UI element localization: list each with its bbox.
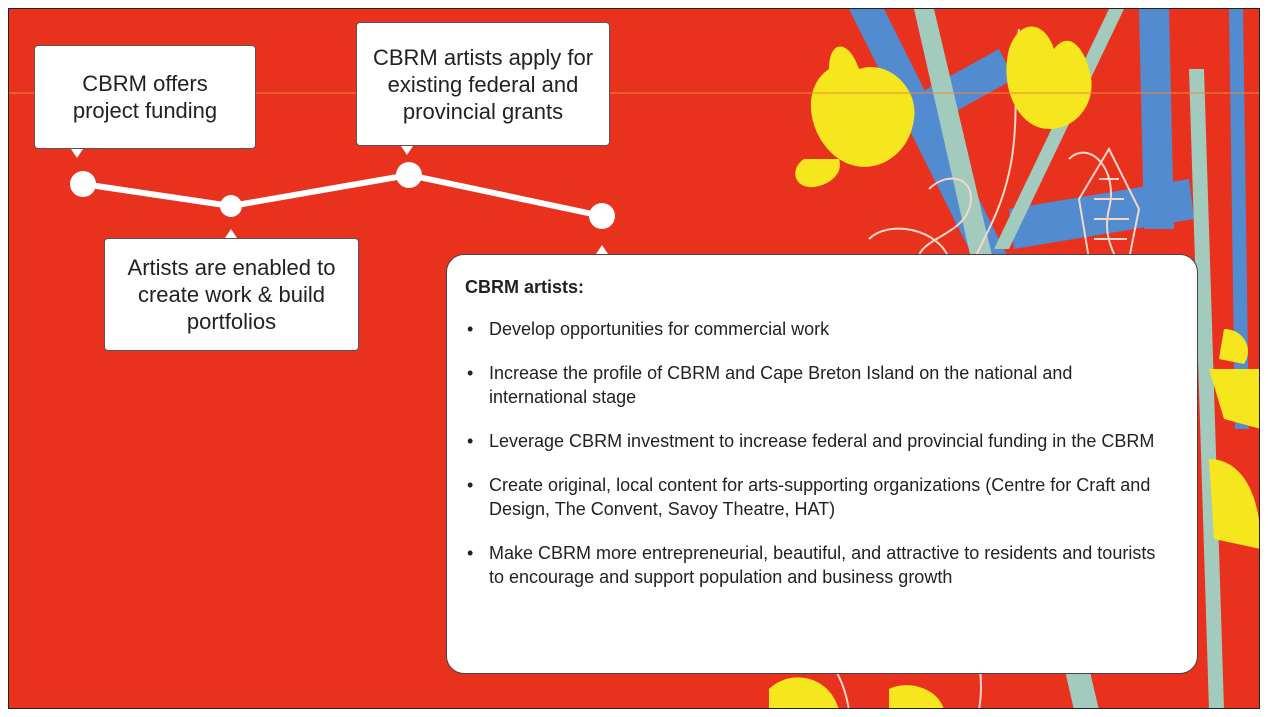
bullet-icon: • [467, 431, 474, 451]
panel-pointer [596, 245, 608, 254]
bullet-icon: • [467, 475, 474, 495]
list-item-text: Increase the profile of CBRM and Cape Br… [489, 363, 1073, 407]
callout-step-3-pointer [401, 146, 413, 155]
callout-step-1: CBRM offers project funding [34, 45, 256, 149]
outcomes-list: • Develop opportunities for commercial w… [465, 317, 1173, 589]
panel-title: CBRM artists: [465, 277, 585, 297]
callout-step-2-text: Artists are enabled to create work & bui… [127, 255, 336, 334]
callout-step-2: Artists are enabled to create work & bui… [104, 238, 359, 351]
callout-step-2-pointer [225, 229, 237, 238]
outcomes-panel: CBRM artists: • Develop opportunities fo… [446, 254, 1198, 674]
list-item-text: Leverage CBRM investment to increase fed… [489, 431, 1155, 451]
list-item: • Develop opportunities for commercial w… [465, 317, 1173, 341]
list-item-text: Create original, local content for arts-… [489, 475, 1151, 519]
list-item: • Create original, local content for art… [465, 473, 1173, 521]
callout-step-1-text: CBRM offers project funding [72, 71, 218, 123]
list-item-text: Make CBRM more entrepreneurial, beautifu… [489, 543, 1156, 587]
slide: CBRM offers project funding Artists are … [8, 8, 1260, 709]
callout-step-3: CBRM artists apply for existing federal … [356, 22, 610, 146]
list-item: • Make CBRM more entrepreneurial, beauti… [465, 541, 1173, 589]
bullet-icon: • [467, 543, 474, 563]
list-item: • Increase the profile of CBRM and Cape … [465, 361, 1173, 409]
list-item-text: Develop opportunities for commercial wor… [489, 319, 830, 339]
bullet-icon: • [467, 363, 474, 383]
callout-step-1-pointer [71, 149, 83, 158]
list-item: • Leverage CBRM investment to increase f… [465, 429, 1173, 453]
callout-step-3-text: CBRM artists apply for existing federal … [372, 44, 594, 124]
bullet-icon: • [467, 319, 474, 339]
